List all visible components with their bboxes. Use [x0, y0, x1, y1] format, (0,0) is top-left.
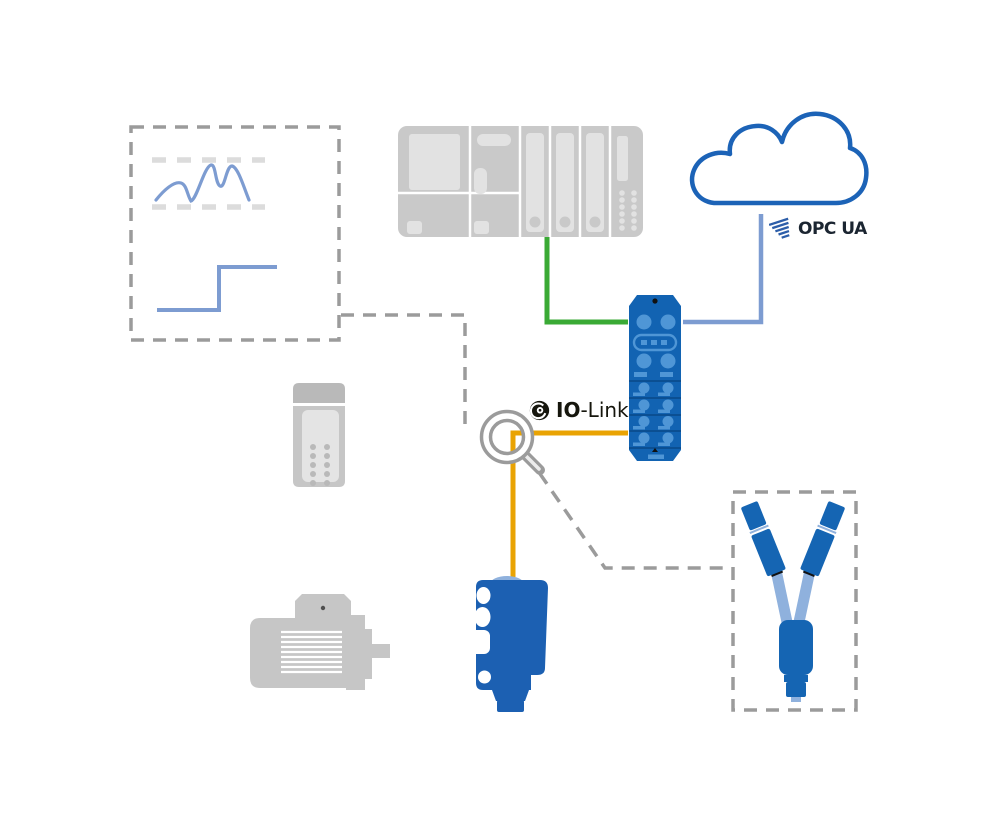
plc-controller-icon — [398, 126, 643, 237]
drive-terminal-dots — [310, 444, 330, 486]
connection-lines — [341, 214, 764, 577]
opc-ua-label: OPC UA — [798, 219, 867, 239]
sensor-lens-upper — [476, 587, 491, 604]
io-link-icon — [529, 400, 550, 420]
plc-io-modules — [526, 133, 604, 232]
opc-ua-icon — [769, 217, 790, 239]
signal-box-dashed-connector — [341, 313, 467, 425]
io-link-logo: IO-Link — [529, 398, 629, 422]
frequency-converter-icon — [293, 383, 345, 487]
opc-ua-logo: OPC UA — [769, 217, 867, 241]
signal-box-border — [129, 125, 341, 342]
y-splitter-cable-icon — [741, 501, 845, 702]
master-ports — [636, 314, 676, 369]
master-lower-ports — [633, 382, 674, 446]
sensor-m12-connector — [497, 700, 524, 712]
splitter-box-border — [731, 490, 858, 712]
splitter-dashed-connector — [525, 454, 731, 570]
io-link-label-rest: -Link — [580, 398, 629, 422]
analog-signal-curve — [154, 163, 251, 203]
y-splitter-box — [731, 490, 858, 712]
analog-signal-with-limits-chart — [152, 157, 265, 210]
sensor-indicator — [478, 670, 491, 684]
io-link-label-bold: IO — [556, 398, 581, 422]
sensor-lens-lower — [474, 607, 491, 627]
plc-terminal-dots — [619, 190, 637, 231]
plc-display — [409, 134, 460, 190]
photoelectric-sensor-icon — [468, 576, 548, 712]
io-link-master-icon — [629, 295, 681, 461]
plc-to-master-green-line — [544, 237, 628, 325]
cloud-icon — [689, 111, 869, 206]
electric-motor-icon — [250, 594, 390, 690]
io-link-orange-line — [510, 430, 628, 577]
signal-charts-box — [129, 125, 341, 342]
magnifier-icon — [479, 409, 545, 475]
motor-cooling-fins — [281, 630, 342, 674]
switching-signal-step-chart — [157, 265, 277, 312]
cloud-to-master-blue-line — [683, 214, 764, 325]
